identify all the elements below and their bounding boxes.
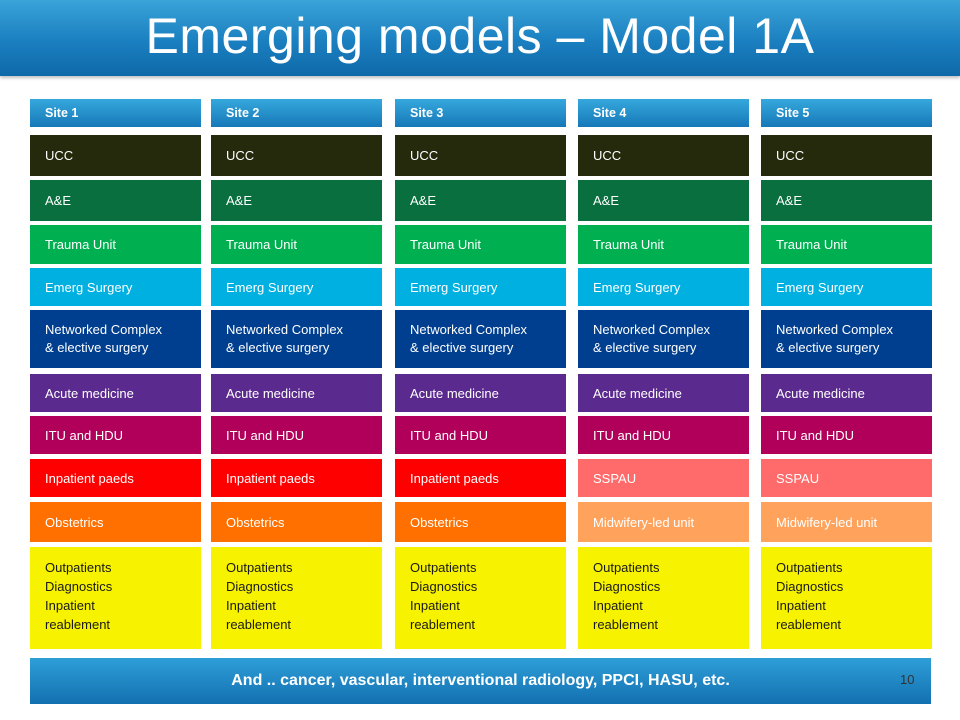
service-block-ae: A&E (211, 180, 382, 221)
footer-bar: And .. cancer, vascular, interventional … (30, 658, 931, 704)
service-block-outpatients: Outpatients Diagnostics Inpatient reable… (761, 547, 932, 649)
site-header: Site 2 (211, 99, 382, 127)
footer-text: And .. cancer, vascular, interventional … (231, 672, 730, 689)
service-block-trauma-unit: Trauma Unit (761, 225, 932, 264)
service-block-ae: A&E (761, 180, 932, 221)
service-block-acute-medicine: Acute medicine (211, 374, 382, 412)
service-block-ucc: UCC (761, 135, 932, 176)
service-block-emerg-surgery: Emerg Surgery (211, 268, 382, 306)
service-block-networked-complex: Networked Complex & elective surgery (30, 310, 201, 368)
page-number: 10 (900, 672, 915, 687)
service-block-acute-medicine: Acute medicine (578, 374, 749, 412)
service-block-paeds-or-sspau: Inpatient paeds (211, 459, 382, 497)
site-header: Site 5 (761, 99, 932, 127)
service-block-emerg-surgery: Emerg Surgery (30, 268, 201, 306)
service-block-networked-complex: Networked Complex & elective surgery (578, 310, 749, 368)
service-block-outpatients: Outpatients Diagnostics Inpatient reable… (30, 547, 201, 649)
service-block-ucc: UCC (395, 135, 566, 176)
service-block-obstetrics-or-midwifery: Obstetrics (211, 502, 382, 542)
service-block-itu-hdu: ITU and HDU (211, 416, 382, 454)
service-block-trauma-unit: Trauma Unit (395, 225, 566, 264)
service-block-trauma-unit: Trauma Unit (211, 225, 382, 264)
service-block-obstetrics-or-midwifery: Obstetrics (395, 502, 566, 542)
service-block-ucc: UCC (578, 135, 749, 176)
service-block-acute-medicine: Acute medicine (30, 374, 201, 412)
service-block-obstetrics-or-midwifery: Midwifery-led unit (578, 502, 749, 542)
service-block-networked-complex: Networked Complex & elective surgery (395, 310, 566, 368)
service-block-outpatients: Outpatients Diagnostics Inpatient reable… (211, 547, 382, 649)
service-block-paeds-or-sspau: SSPAU (578, 459, 749, 497)
service-block-paeds-or-sspau: Inpatient paeds (30, 459, 201, 497)
slide-title: Emerging models – Model 1A (145, 8, 815, 64)
site-header: Site 4 (578, 99, 749, 127)
service-block-ae: A&E (395, 180, 566, 221)
service-block-itu-hdu: ITU and HDU (395, 416, 566, 454)
service-block-networked-complex: Networked Complex & elective surgery (211, 310, 382, 368)
service-block-paeds-or-sspau: Inpatient paeds (395, 459, 566, 497)
service-block-obstetrics-or-midwifery: Midwifery-led unit (761, 502, 932, 542)
site-header: Site 1 (30, 99, 201, 127)
service-block-itu-hdu: ITU and HDU (30, 416, 201, 454)
service-block-ucc: UCC (30, 135, 201, 176)
service-block-acute-medicine: Acute medicine (395, 374, 566, 412)
service-block-networked-complex: Networked Complex & elective surgery (761, 310, 932, 368)
service-block-acute-medicine: Acute medicine (761, 374, 932, 412)
title-bar: Emerging models – Model 1A (0, 0, 960, 76)
service-block-trauma-unit: Trauma Unit (578, 225, 749, 264)
service-block-ucc: UCC (211, 135, 382, 176)
service-block-paeds-or-sspau: SSPAU (761, 459, 932, 497)
service-block-emerg-surgery: Emerg Surgery (395, 268, 566, 306)
service-block-obstetrics-or-midwifery: Obstetrics (30, 502, 201, 542)
service-block-emerg-surgery: Emerg Surgery (761, 268, 932, 306)
service-block-ae: A&E (30, 180, 201, 221)
service-block-outpatients: Outpatients Diagnostics Inpatient reable… (395, 547, 566, 649)
site-header: Site 3 (395, 99, 566, 127)
service-block-itu-hdu: ITU and HDU (578, 416, 749, 454)
service-block-itu-hdu: ITU and HDU (761, 416, 932, 454)
service-block-emerg-surgery: Emerg Surgery (578, 268, 749, 306)
service-block-outpatients: Outpatients Diagnostics Inpatient reable… (578, 547, 749, 649)
service-block-trauma-unit: Trauma Unit (30, 225, 201, 264)
service-block-ae: A&E (578, 180, 749, 221)
